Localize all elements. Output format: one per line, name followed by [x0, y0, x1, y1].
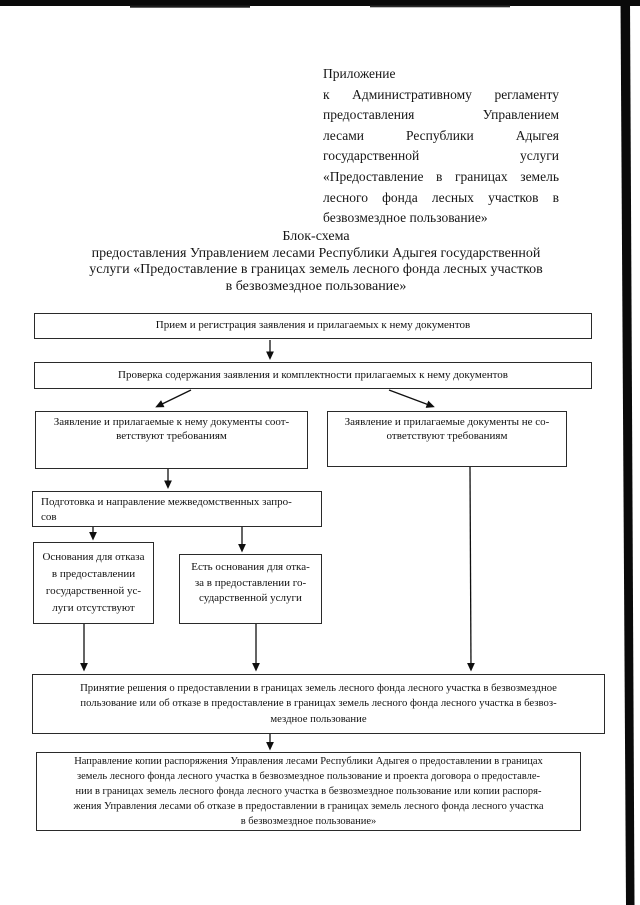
flow-box-no-refusal-grounds: Основания для отказа в предоставлении го… [33, 542, 154, 624]
appendix-line: Приложение [323, 66, 396, 81]
flow-box-send-copy: Направление копии распоряжения Управлени… [36, 752, 581, 831]
appendix-line: безвозмездное пользование» [323, 210, 488, 226]
flow-box-refusal-grounds: Есть основания для отка- за в предоставл… [179, 554, 322, 624]
flow-box-interagency-requests: Подготовка и направление межведомственны… [32, 491, 322, 527]
flow-box-docs-not-comply: Заявление и прилагаемые документы не со-… [327, 411, 567, 467]
flow-box-reception: Прием и регистрация заявления и прилагае… [34, 313, 592, 339]
appendix-line: лесами Республики Адыгея [323, 127, 559, 143]
appendix-line: к Административному регламенту [323, 86, 559, 102]
appendix-header-block: Приложение к Административному регламент… [323, 64, 559, 229]
flow-box-docs-comply: Заявление и прилагаемые к нему документы… [35, 411, 308, 469]
appendix-line: «Предоставление в границах земель [323, 168, 559, 184]
flow-arrows [80, 340, 475, 751]
appendix-line: государственной услуги [323, 148, 559, 164]
flow-box-decision: Принятие решения о предоставлении в гран… [32, 674, 605, 734]
flow-box-check: Проверка содержания заявления и комплект… [34, 362, 592, 389]
schema-title: Блок-схема предоставления Управлением ле… [89, 229, 543, 294]
appendix-line: лесного фонда лесных участков в [323, 189, 559, 205]
appendix-line: предоставления Управлением [323, 107, 559, 123]
